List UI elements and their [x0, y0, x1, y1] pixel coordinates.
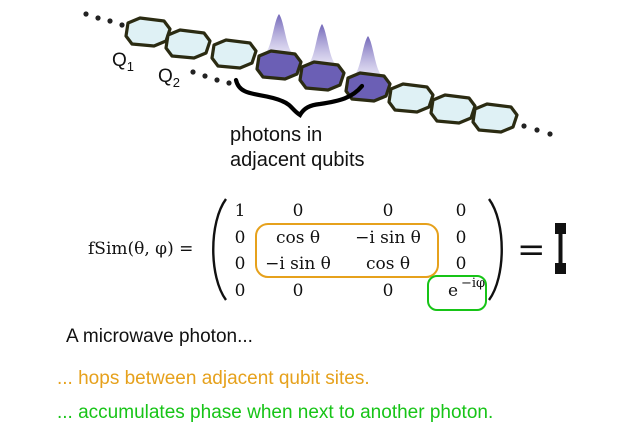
qubit-site-photon	[300, 62, 344, 90]
qubit-site-photon	[257, 51, 301, 79]
matrix-right-paren	[489, 199, 502, 300]
matrix-left-paren	[213, 199, 226, 300]
chain-dots-left	[83, 11, 124, 27]
matrix-cell: 0	[293, 201, 304, 221]
matrix-entries: 1 0 0 0 0 cos θ −i sin θ 0 0 −i sin θ co…	[235, 201, 467, 301]
photon-brace	[236, 80, 362, 115]
photon-peak-2	[305, 24, 339, 67]
text-line-hops: ... hops between adjacent qubit sites.	[57, 368, 370, 390]
qubit-site	[389, 84, 433, 112]
matrix-cell: 1	[235, 201, 246, 221]
qubit-label-q2: Q2	[158, 66, 180, 90]
matrix-cell: 0	[235, 281, 246, 301]
text-line-phase: ... accumulates phase when next to anoth…	[57, 402, 493, 424]
photon-peak-3	[351, 36, 385, 78]
photon-peak-1	[262, 14, 296, 56]
chain-dots-middle	[190, 69, 231, 85]
matrix-cell: −i sin θ	[355, 228, 421, 248]
qubit-site	[126, 18, 170, 46]
equals-sign: =	[517, 230, 546, 270]
matrix-cell: cos θ	[366, 254, 410, 274]
fsim-lhs: fSim(θ, φ) =	[88, 239, 193, 259]
matrix-cell-phase: e	[448, 281, 458, 301]
matrix-cell: 0	[383, 201, 394, 221]
qubit-site	[212, 40, 256, 68]
text-line-photon: A microwave photon...	[66, 326, 253, 348]
matrix-cell: 0	[456, 254, 467, 274]
photon-caption-line-2: adjacent qubits	[230, 149, 365, 171]
fsim-gate-symbol-icon	[555, 223, 566, 274]
matrix-cell: cos θ	[276, 228, 320, 248]
matrix-cell: 0	[293, 281, 304, 301]
matrix-cell: −i sin θ	[265, 254, 331, 274]
matrix-cell: 0	[235, 228, 246, 248]
qubit-site	[473, 104, 517, 132]
photon-caption-line-1: photons in	[230, 124, 322, 146]
qubit-site	[431, 95, 475, 123]
matrix-cell: 0	[383, 281, 394, 301]
qubit-site	[166, 30, 210, 58]
matrix-cell: 0	[456, 201, 467, 221]
qubit-label-q1: Q1	[112, 50, 134, 74]
matrix-cell: 0	[456, 228, 467, 248]
matrix-cell: 0	[235, 254, 246, 274]
